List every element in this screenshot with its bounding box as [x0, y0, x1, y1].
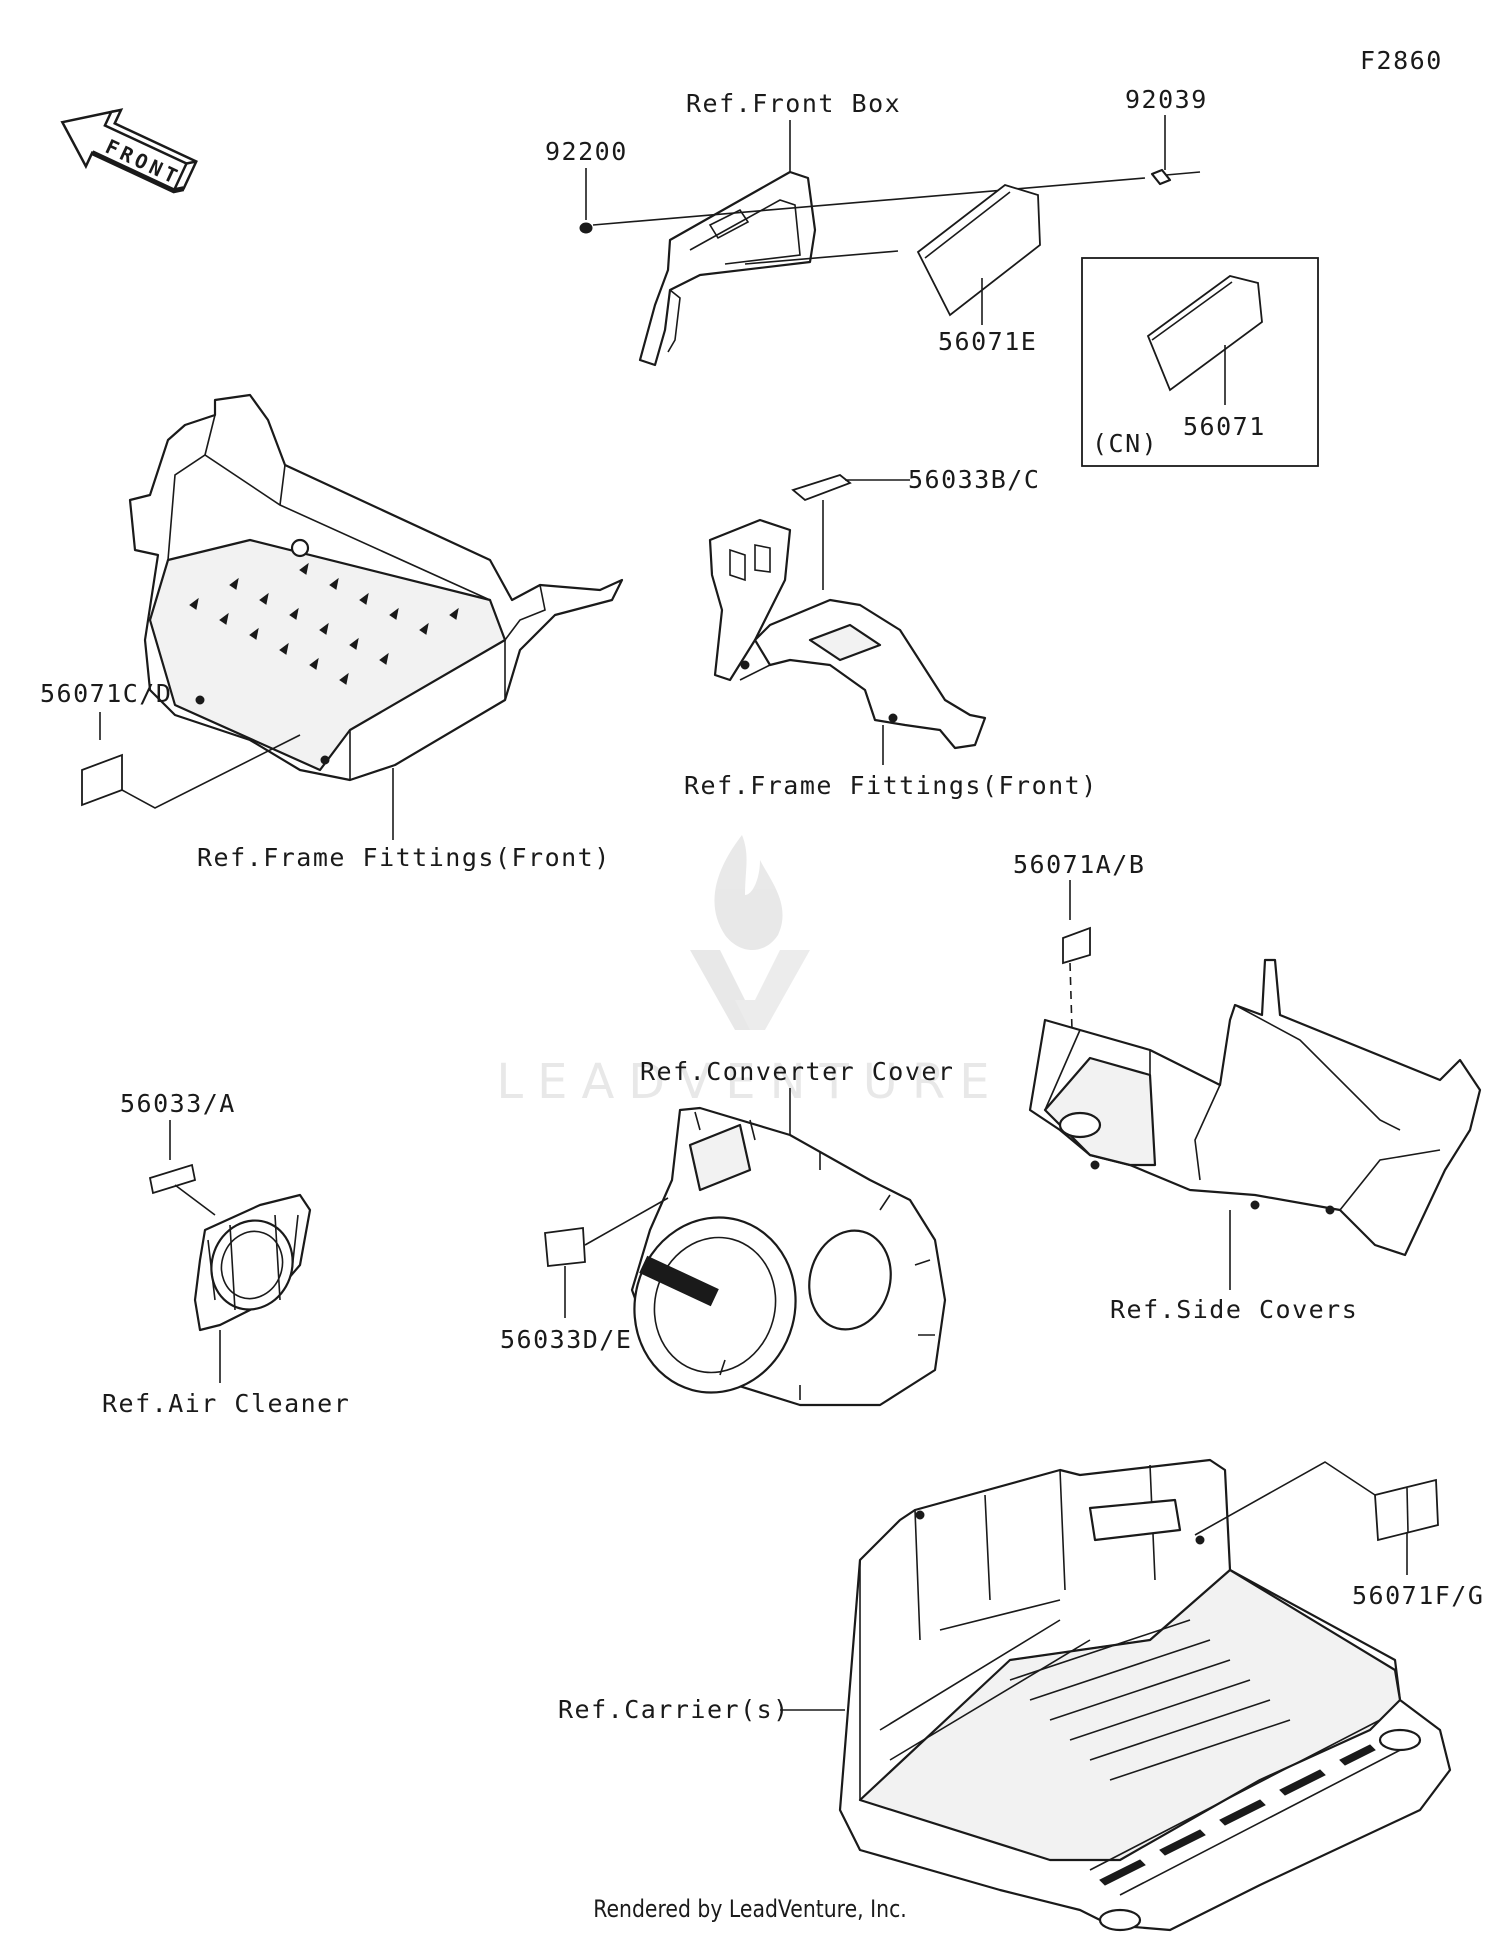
label-ref-side-covers: Ref.Side Covers	[1110, 1295, 1358, 1324]
cn-variant-box	[1081, 257, 1319, 467]
label-56071CD: 56071C/D	[40, 679, 172, 708]
front-direction-arrow-icon: FRONT	[60, 108, 198, 194]
decal-56071	[1146, 275, 1263, 392]
label-56033DE: 56033D/E	[500, 1325, 632, 1354]
decal-56071E	[916, 184, 1041, 317]
decal-56071CD	[81, 753, 123, 807]
label-ref-carriers: Ref.Carrier(s)	[558, 1695, 790, 1724]
footer-credit: Rendered by LeadVenture, Inc.	[593, 1895, 907, 1923]
air-cleaner-part	[193, 1193, 312, 1332]
label-56071AB: 56071A/B	[1013, 850, 1145, 879]
watermark-flame-icon	[690, 835, 810, 1030]
label-ref-air-cleaner: Ref.Air Cleaner	[102, 1389, 350, 1418]
watermark-text: LEADVENTURE	[496, 1054, 1003, 1110]
decal-56033A	[148, 1163, 197, 1195]
rivet-92039	[1150, 168, 1201, 186]
label-92200: 92200	[545, 137, 628, 166]
watermark: LEADVENTURE	[496, 835, 1003, 1110]
label-56071FG: 56071F/G	[1352, 1581, 1484, 1610]
label-ref-converter-cover: Ref.Converter Cover	[640, 1057, 954, 1086]
converter-cover-part	[630, 1106, 947, 1407]
decal-56033DE	[544, 1226, 586, 1267]
label-ref-frame-fittings-front-1: Ref.Frame Fittings(Front)	[197, 843, 611, 872]
side-cover-part	[1028, 958, 1482, 1257]
label-56071E: 56071E	[938, 327, 1037, 356]
label-56071: 56071	[1183, 412, 1266, 441]
frame-bracket-part	[708, 518, 987, 750]
cn-box-tag: (CN)	[1092, 429, 1158, 458]
label-56033BC: 56033B/C	[908, 465, 1040, 494]
decal-56071FG	[1374, 1478, 1439, 1542]
label-92039: 92039	[1125, 85, 1208, 114]
floor-pan-part	[128, 393, 624, 782]
label-ref-frame-fittings-front-2: Ref.Frame Fittings(Front)	[684, 771, 1098, 800]
washer-92200	[579, 222, 593, 234]
label-ref-front-box: Ref.Front Box	[686, 89, 901, 118]
label-56033A: 56033/A	[120, 1089, 236, 1118]
figure-code: F2860	[1360, 46, 1443, 75]
front-box-part	[638, 170, 817, 367]
decal-56071AB	[1062, 926, 1091, 965]
carrier-bed-part	[838, 1458, 1452, 1932]
decal-56033BC	[791, 473, 852, 502]
